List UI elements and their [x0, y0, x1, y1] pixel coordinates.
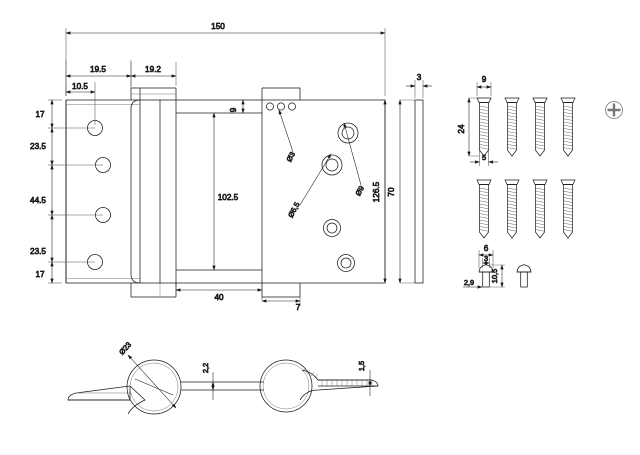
dim-102-5 [176, 112, 218, 271]
dim-label-plug-3: 3 [484, 254, 488, 263]
dim-plug-3 [482, 258, 490, 268]
right-leaf-counterbore-holes [321, 122, 359, 272]
dim-7 [261, 283, 301, 306]
left-leaf-outline [65, 99, 141, 284]
dim-label-10-5: 10.5 [72, 82, 88, 91]
dim-label-102-5: 102.5 [218, 193, 239, 202]
dim-19-2 [130, 62, 177, 86]
dim-label-40: 40 [214, 293, 224, 302]
dim-label-7: 7 [296, 303, 301, 312]
dim-label-screw-9: 9 [482, 75, 487, 84]
callout-label-dia3: Ø3 [285, 150, 298, 163]
dim-15 [368, 370, 372, 396]
dim-label-plug-6: 6 [484, 244, 489, 253]
dim-overall-width-150 [65, 28, 386, 96]
screw-row-top [476, 97, 576, 157]
callout-label-dia65: Ø6,5 [286, 201, 301, 219]
dim-plug-105 [489, 264, 505, 288]
bottom-connecting-web [181, 381, 264, 391]
dim-10-5 [65, 82, 96, 125]
dim-label-23-5-top: 23.5 [30, 142, 46, 151]
dim-label-screw-24: 24 [457, 124, 466, 134]
dim-screw-length-24 [467, 97, 479, 157]
dim-screw-head-9 [476, 82, 492, 96]
callout-label-dia23: Ø23 [117, 340, 133, 356]
hinge-knuckle-column [130, 87, 177, 298]
dim-label-plate-3: 3 [417, 73, 422, 82]
phillips-cross-icon [605, 101, 623, 119]
dim-label-150: 150 [211, 22, 225, 31]
callout-leader-dia9 [343, 122, 362, 186]
dim-label-126-5: 126.5 [372, 181, 381, 202]
side-plate-outline [414, 99, 424, 284]
bottom-left-leaf-blade [67, 385, 131, 401]
dim-label-19-2: 19.2 [145, 65, 161, 74]
dim-label-9: 9 [229, 107, 238, 112]
screw-row-bottom [476, 179, 576, 239]
dim-label-19-5: 19.5 [90, 65, 106, 74]
dim-label-17-bottom: 17 [35, 270, 45, 279]
left-leaf-holes [87, 120, 111, 270]
dim-9-top-offset [238, 99, 252, 114]
callout-label-dia9: Ø9 [354, 184, 367, 197]
callout-leader-dia3 [278, 109, 294, 153]
upper-tab-small-holes [261, 87, 301, 111]
plug-detail-right [516, 264, 532, 288]
callout-leader-dia23 [127, 354, 177, 409]
dim-screw-shank-5 [470, 150, 498, 166]
dim-label-44-5: 44.5 [30, 196, 46, 205]
dim-plate-thickness-3 [406, 80, 432, 98]
dim-plate-height-70 [398, 99, 415, 284]
dim-label-17-top: 17 [35, 110, 45, 119]
callout-leader-dia65 [299, 153, 332, 206]
lower-tab [261, 283, 301, 298]
dim-label-plug-105: 10,5 [490, 269, 499, 283]
dim-label-screw-5: 5 [482, 153, 486, 162]
dim-label-plug-29: 2,9 [464, 278, 474, 287]
dim-label-23-5-bottom: 23.5 [30, 247, 46, 256]
dim-label-15: 1,5 [357, 361, 366, 371]
dim-label-plate-70: 70 [387, 187, 396, 197]
bottom-barrel-right [259, 359, 313, 413]
dim-chain-vertical-left [48, 99, 103, 284]
bottom-barrel-left [126, 359, 182, 415]
dim-label-22: 2,2 [201, 363, 210, 373]
